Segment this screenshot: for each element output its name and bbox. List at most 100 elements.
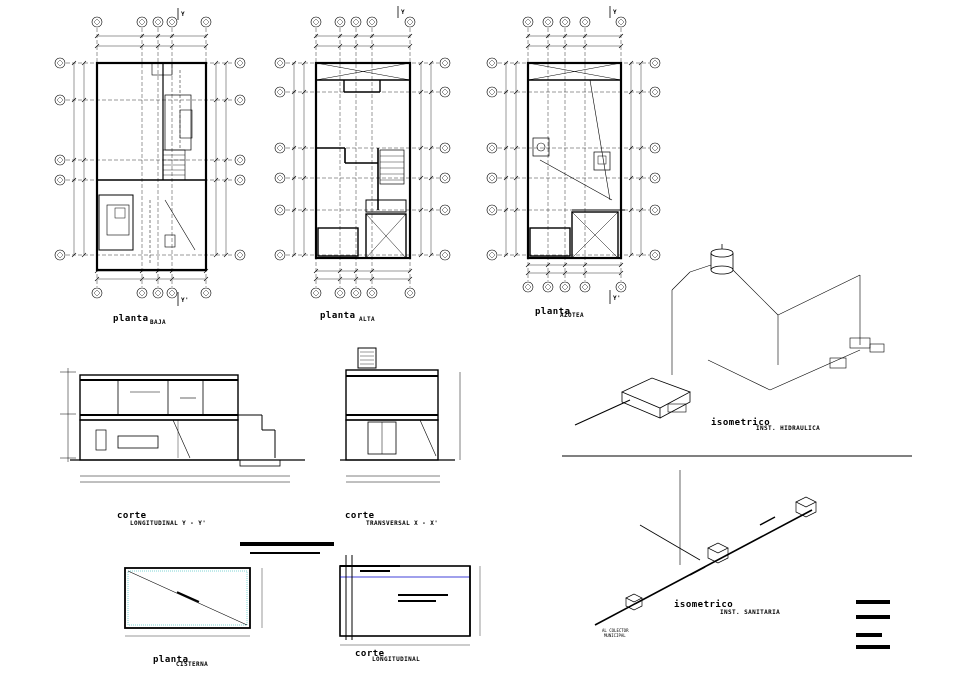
grid-bubble (579, 281, 591, 293)
dimension-tick (213, 157, 219, 163)
dimension-tick (562, 43, 568, 49)
grid-bubble-mark (651, 174, 659, 182)
dimension-tick (81, 157, 87, 163)
title-planta-azotea: planta AZOTEA (535, 307, 584, 319)
dimension-tick (513, 60, 519, 66)
grid-bubble (334, 287, 346, 299)
grid-bubble (404, 16, 416, 28)
planta-cisterna-drawing (124, 542, 334, 637)
dimension-tick (223, 157, 229, 163)
dimension-tick (503, 60, 509, 66)
grid-bubble (274, 204, 286, 216)
isometrico-sanitario-drawing (594, 470, 817, 626)
dimension-tick (638, 207, 644, 213)
title-isometrico-sanitario: isometrico INST. SANITARIA AL COLECTOR M… (602, 599, 780, 638)
title-corte-cisterna: corte LONGITUDINAL (355, 649, 420, 663)
grid-bubble (91, 16, 103, 28)
dimension-tick (94, 33, 100, 39)
grid-bubble (649, 57, 661, 69)
grid-bubble-mark (138, 18, 146, 26)
dimension-tick (223, 60, 229, 66)
grid-bubble (649, 204, 661, 216)
dimension-tick (169, 43, 175, 49)
grid-bubble (559, 281, 571, 293)
grid-bubble (542, 16, 554, 28)
svg-text:planta: planta (153, 655, 189, 665)
grid-bubble (486, 249, 498, 261)
grid-bubble-mark (406, 289, 414, 297)
grid-bubble-mark (56, 59, 64, 67)
isometrico-hidraulico-drawing (574, 244, 885, 426)
grid-bubble-mark (154, 18, 162, 26)
svg-text:ALTA: ALTA (359, 316, 375, 323)
dimension-tick (223, 177, 229, 183)
grid-bubble (486, 142, 498, 154)
dimension-tick (301, 252, 307, 258)
section-marker-y: Y Y' Y Y Y' (177, 6, 621, 306)
grid-bubble (234, 94, 246, 106)
grid-bubble-mark (276, 206, 284, 214)
dimension-tick (213, 97, 219, 103)
grid-bubble (200, 287, 212, 299)
grid-bubble (234, 154, 246, 166)
dimension-tick (503, 207, 509, 213)
dimension-tick (81, 177, 87, 183)
dimension-tick (562, 33, 568, 39)
dimension-tick (291, 145, 297, 151)
grid-bubble (439, 142, 451, 154)
dimension-tick (503, 175, 509, 181)
svg-text:planta: planta (113, 314, 149, 324)
dimension-tick (628, 60, 634, 66)
dimension-tick (618, 43, 624, 49)
grid-bubble-mark (561, 18, 569, 26)
grid-bubble-mark (651, 251, 659, 259)
grid-bubble (234, 174, 246, 186)
grid-bubble (439, 86, 451, 98)
corte-longitudinal-drawing (60, 368, 305, 483)
grid-bubble-mark (138, 289, 146, 297)
dimension-tick (638, 60, 644, 66)
grid-bubble-mark (441, 251, 449, 259)
dimension-tick (369, 43, 375, 49)
dimension-tick (582, 43, 588, 49)
grid-bubble (274, 86, 286, 98)
title-planta-baja: planta BAJA (113, 314, 166, 326)
grid-bubble (350, 287, 362, 299)
grid-bubble-mark (651, 88, 659, 96)
grid-bubble (334, 16, 346, 28)
dimension-tick (291, 252, 297, 258)
dimension-tick (582, 270, 588, 276)
dimension-tick (407, 33, 413, 39)
grid-bubble-mark (488, 144, 496, 152)
svg-text:Y: Y (401, 9, 405, 16)
grid-bubble (274, 142, 286, 154)
grid-bubble-mark (276, 251, 284, 259)
dimension-tick (545, 270, 551, 276)
dimension-tick (203, 33, 209, 39)
grid-bubble-mark (336, 289, 344, 297)
grid-bubble (54, 57, 66, 69)
grid-bubble (649, 142, 661, 154)
grid-bubble-mark (56, 96, 64, 104)
dimension-tick (291, 175, 297, 181)
grid-bubble-mark (368, 18, 376, 26)
dimension-tick (618, 33, 624, 39)
dimension-tick (313, 43, 319, 49)
grid-bubble-mark (406, 18, 414, 26)
dimension-tick (503, 252, 509, 258)
grid-bubble-mark (581, 18, 589, 26)
dimension-tick (353, 33, 359, 39)
grid-bubble-mark (581, 283, 589, 291)
dimension-tick (513, 89, 519, 95)
grid-bubble (310, 287, 322, 299)
dimension-tick (169, 33, 175, 39)
dimension-tick (618, 262, 624, 268)
grid-bubble-mark (441, 206, 449, 214)
dimension-tick (71, 252, 77, 258)
title-corte-transversal: corte TRANSVERSAL X - X' (345, 511, 438, 527)
dimension-tick (562, 262, 568, 268)
grid-bubble-mark (524, 18, 532, 26)
svg-text:Y: Y (613, 9, 617, 16)
grid-bubble (649, 249, 661, 261)
